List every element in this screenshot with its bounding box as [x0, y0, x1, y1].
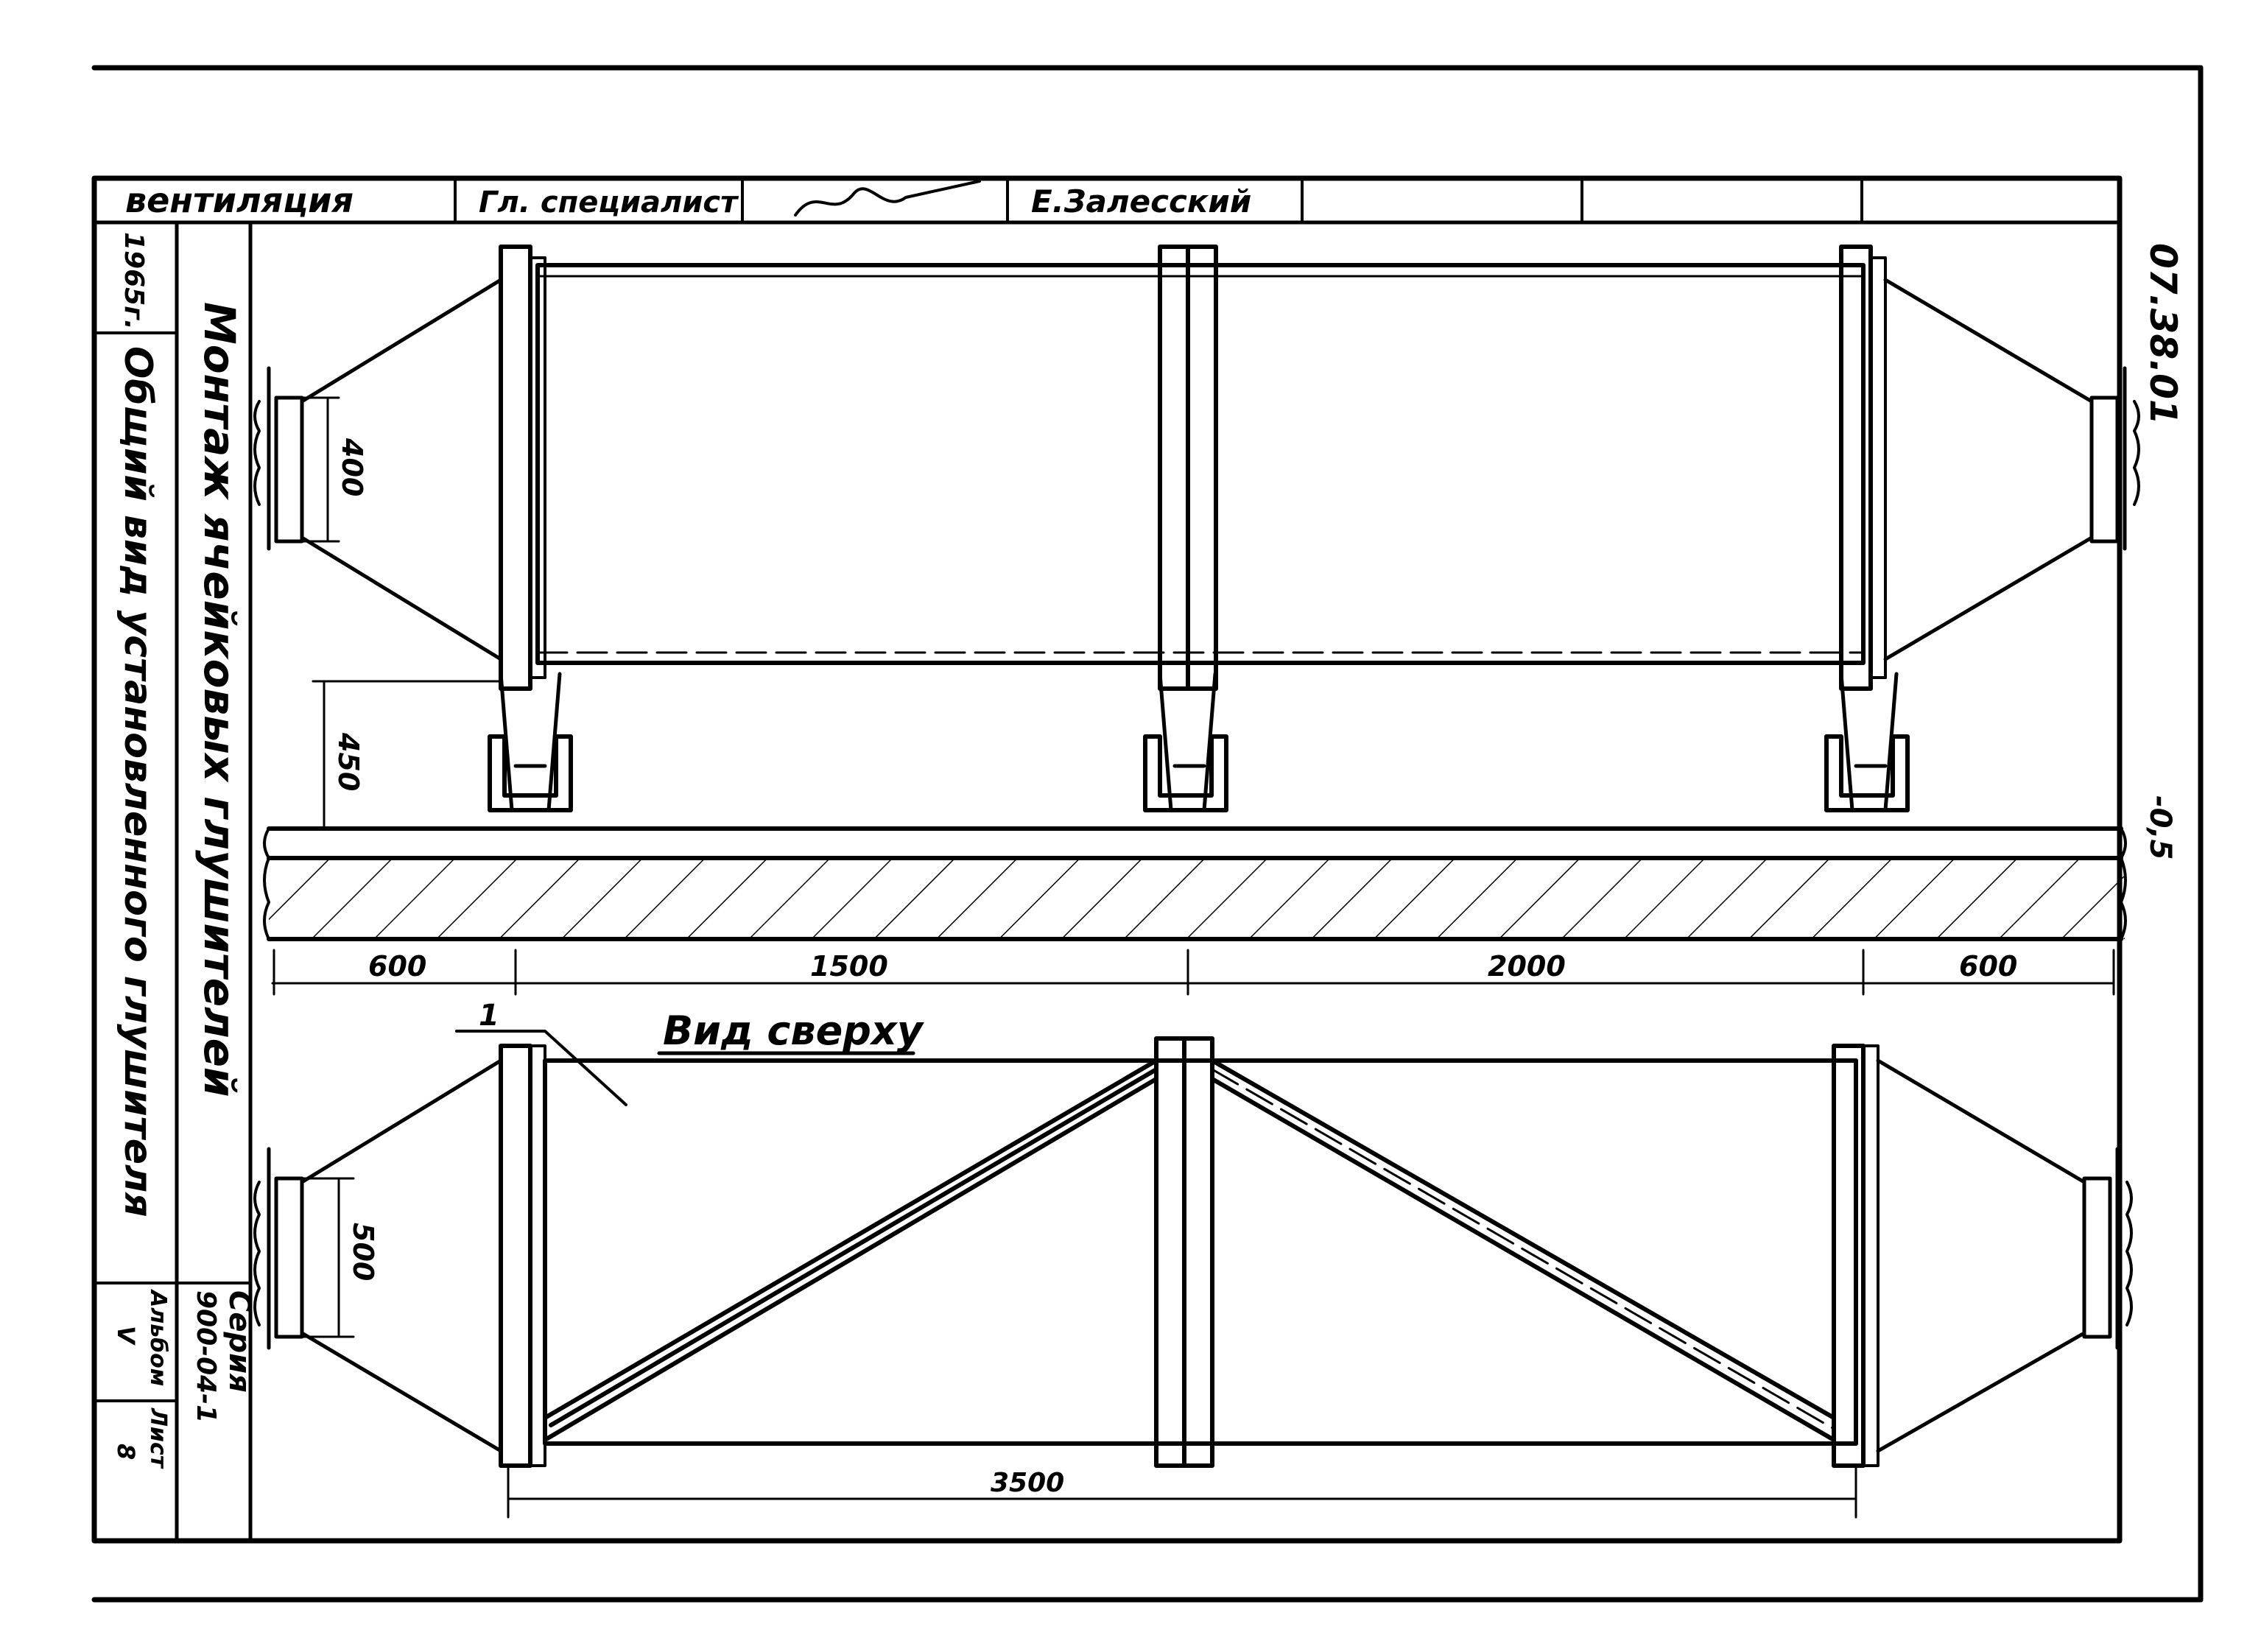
front-view-silencer [253, 245, 2140, 941]
sheet-label: Лист [145, 1407, 171, 1469]
callout-number: 1 [479, 999, 499, 1033]
title-block-top-row: вентиляция Гл. специалист Е.Залесский [125, 177, 1863, 224]
top-view-silencer [253, 1036, 2133, 1468]
floor-slab [269, 858, 2125, 939]
title-block-year: 1965г. [119, 232, 149, 330]
dim-bottom-2: 2000 [1488, 950, 1566, 983]
series-value: 900-04-1 [191, 1290, 221, 1423]
top-view-heading: Вид сверху [663, 1008, 925, 1054]
front-view-dimensions: 400 450 600 1500 2000 600 [271, 396, 2115, 996]
top-view-title: Вид сверху 1 [455, 999, 925, 1106]
support-left [488, 672, 573, 812]
sheet-value: 8 [112, 1444, 140, 1460]
title-block-name: Е.Залесский [1031, 183, 1251, 219]
dim-total-length: 3500 [991, 1468, 1064, 1498]
title-block-top-left: вентиляция [125, 180, 354, 220]
level-mark: -0,5 [2143, 795, 2177, 860]
drawing-title: Общий вид установленного глушителя [116, 346, 160, 1217]
document-code: 07.38.01 [2142, 243, 2184, 425]
title-block-role: Гл. специалист [479, 186, 739, 219]
series-label: Серия [222, 1290, 256, 1393]
album-value: V [112, 1326, 140, 1346]
dim-inlet-front: 400 [336, 437, 368, 496]
dim-bottom-3: 600 [1959, 950, 2017, 983]
top-view-dimensions: 500 3500 [300, 1177, 1857, 1519]
support-middle [1143, 672, 1228, 812]
dim-bottom-0: 600 [368, 950, 426, 983]
support-right [1824, 672, 1910, 812]
dim-inlet-top: 500 [347, 1223, 379, 1281]
title-block-left-column: 1965г. Общий вид установленного глушител… [112, 232, 256, 1469]
signature [794, 180, 981, 217]
dim-support-height: 450 [332, 732, 365, 791]
dim-bottom-1: 1500 [810, 950, 888, 983]
drawing-subject: Монтаж ячейковых глушителей [194, 302, 245, 1097]
album-label: Альбом [145, 1289, 171, 1386]
sheet-border [91, 65, 2204, 1603]
